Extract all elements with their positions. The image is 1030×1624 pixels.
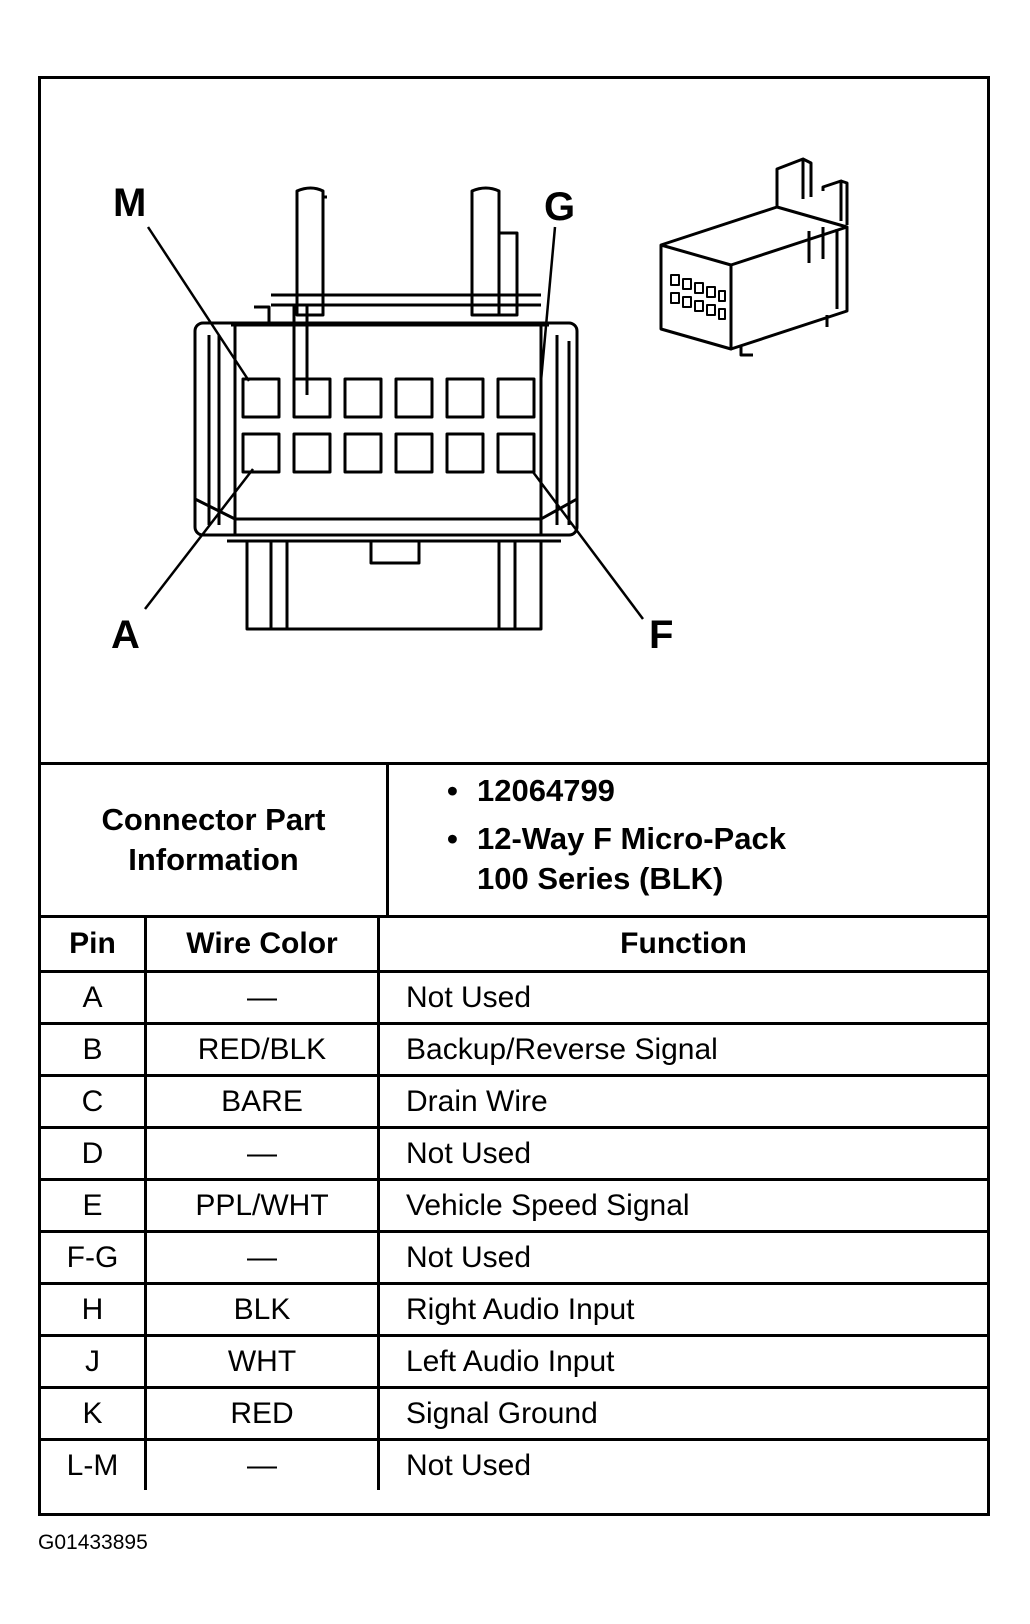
callout-a: A (111, 613, 140, 657)
connector-housing (193, 321, 579, 537)
pin-cell: L-M (41, 1438, 147, 1490)
part-number: 12064799 (389, 771, 979, 811)
connector-part-info-label: Connector Part Information (41, 765, 389, 915)
wire-color-cell: BLK (145, 1282, 380, 1336)
pin-cell: F-G (41, 1230, 147, 1284)
function-cell: Left Audio Input (378, 1334, 987, 1388)
function-cell: Signal Ground (378, 1386, 987, 1440)
callout-g: G (544, 185, 576, 229)
callout-leader-a (144, 468, 254, 610)
function-cell: Backup/Reverse Signal (378, 1022, 987, 1076)
table-row: A — Not Used (41, 970, 987, 1024)
pin-cell: J (41, 1334, 147, 1388)
callout-m: M (113, 181, 147, 225)
table-row: C BARE Drain Wire (41, 1074, 987, 1128)
function-cell: Right Audio Input (378, 1282, 987, 1336)
table-row: L-M — Not Used (41, 1438, 987, 1490)
function-cell: Not Used (378, 1230, 987, 1284)
header-wire-color: Wire Color (145, 918, 380, 972)
wire-color-cell: — (145, 1230, 380, 1284)
wire-color-cell: BARE (145, 1074, 380, 1128)
cavity-row-bottom (241, 432, 536, 474)
table-row: F-G — Not Used (41, 1230, 987, 1284)
function-cell: Vehicle Speed Signal (378, 1178, 987, 1232)
wire-color-cell: RED/BLK (145, 1022, 380, 1076)
callout-leader-m (146, 226, 251, 382)
left-outer-latch (292, 303, 309, 395)
pin-cell: C (41, 1074, 147, 1128)
connector-figure: M G A F (41, 79, 987, 765)
function-cell: Not Used (378, 1438, 987, 1490)
figure-code: G01433895 (38, 1531, 148, 1554)
wire-color-cell: — (145, 970, 380, 1024)
connector-face-diagram (144, 157, 849, 631)
callout-leader-g (539, 226, 557, 382)
pin-cell: H (41, 1282, 147, 1336)
wire-color-cell: RED (145, 1386, 380, 1440)
connector-part-info-row: Connector Part Information 12064799 12-W… (41, 765, 987, 918)
function-cell: Drain Wire (378, 1074, 987, 1128)
callout-leader-f (531, 471, 645, 620)
connector-isometric-view (659, 157, 849, 357)
pin-cell: K (41, 1386, 147, 1440)
connector-part-info-list: 12064799 12-Way F Micro-Pack 100 Series … (389, 771, 979, 907)
table-header-row: Pin Wire Color Function (41, 918, 987, 972)
table-row: H BLK Right Audio Input (41, 1282, 987, 1336)
table-row: D — Not Used (41, 1126, 987, 1180)
wire-color-cell: — (145, 1438, 380, 1490)
pin-function-table: Pin Wire Color Function A — Not Used B R… (41, 918, 987, 1490)
pin-cell: D (41, 1126, 147, 1180)
header-function: Function (620, 927, 747, 960)
polarization-key (369, 541, 421, 565)
part-description: 12-Way F Micro-Pack 100 Series (BLK) (389, 819, 979, 899)
wire-color-cell: — (145, 1126, 380, 1180)
wire-color-cell: WHT (145, 1334, 380, 1388)
connector-sheet: M G A F Connector Part Information 12064… (38, 76, 990, 1516)
function-cell: Not Used (378, 970, 987, 1024)
pin-cell: B (41, 1022, 147, 1076)
table-row: B RED/BLK Backup/Reverse Signal (41, 1022, 987, 1076)
connector-lower-body (245, 541, 543, 631)
table-row: E PPL/WHT Vehicle Speed Signal (41, 1178, 987, 1232)
cavity-row-top (241, 377, 536, 419)
table-row: J WHT Left Audio Input (41, 1334, 987, 1388)
header-pin: Pin (41, 918, 147, 972)
wire-color-cell: PPL/WHT (145, 1178, 380, 1232)
right-outer-latch (499, 231, 519, 317)
pin-cell: E (41, 1178, 147, 1232)
callout-f: F (649, 613, 674, 657)
table-row: K RED Signal Ground (41, 1386, 987, 1440)
pin-cell: A (41, 970, 147, 1024)
function-cell: Not Used (378, 1126, 987, 1180)
